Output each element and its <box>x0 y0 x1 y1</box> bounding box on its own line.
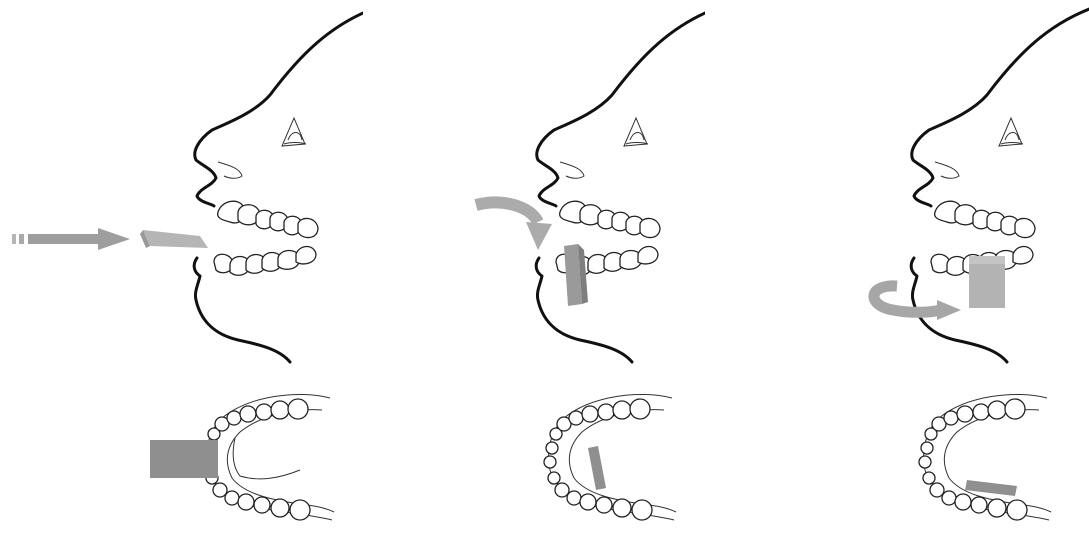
nostril-icon <box>218 162 242 178</box>
film-top-view <box>588 446 606 490</box>
eye-icon <box>282 118 306 146</box>
step-2-panel <box>342 0 705 540</box>
step-3-panel <box>717 0 1080 540</box>
curved-arrow-around-icon <box>874 286 961 320</box>
film-top-view <box>150 440 218 478</box>
film-icon <box>969 256 1005 308</box>
eye-icon <box>999 118 1023 146</box>
curved-arrow-down-icon <box>476 202 552 250</box>
eye-icon <box>624 118 648 146</box>
film-icon <box>140 230 208 248</box>
step-1-panel <box>0 0 363 540</box>
dental-arch-icon <box>150 394 334 520</box>
lower-teeth-icon <box>214 247 316 276</box>
nostril-icon <box>560 162 584 178</box>
dental-arch-icon <box>919 394 1051 520</box>
upper-teeth-icon <box>218 201 318 237</box>
upper-teeth-icon <box>560 201 660 237</box>
dental-arch-icon <box>544 394 676 520</box>
nostril-icon <box>935 162 959 178</box>
straight-arrow-icon <box>12 228 130 250</box>
face-profile-icon <box>194 8 363 362</box>
face-profile-icon <box>536 8 705 362</box>
film-icon <box>564 244 588 306</box>
upper-teeth-icon <box>935 201 1035 237</box>
